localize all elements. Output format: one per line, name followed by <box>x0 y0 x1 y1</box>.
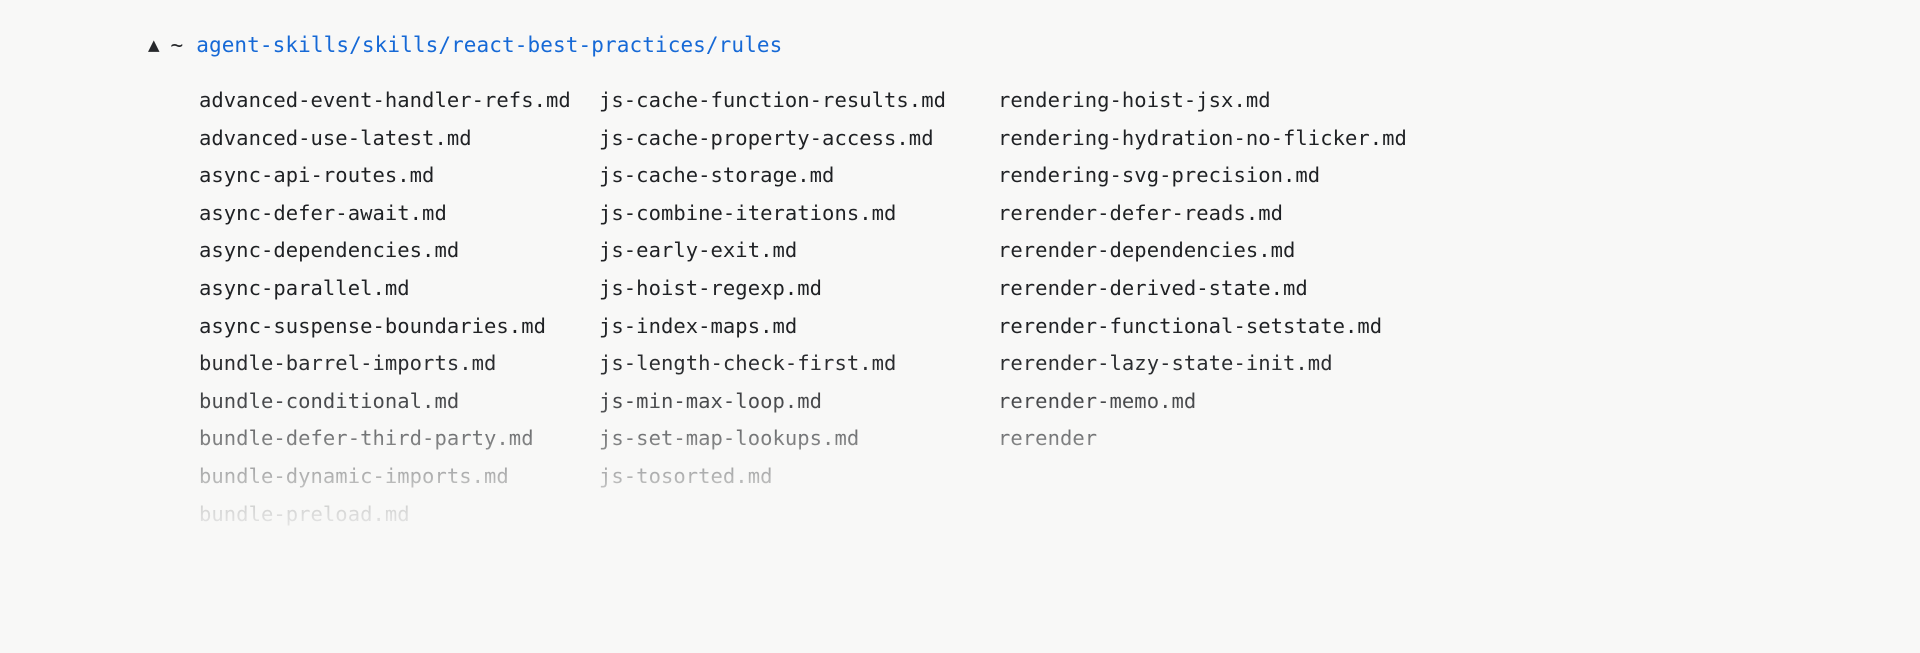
file-entry[interactable]: js-length-check-first.md <box>599 351 897 376</box>
file-entry[interactable]: rerender-functional-setstate.md <box>998 313 1383 338</box>
prompt-path[interactable]: agent-skills/skills/react-best-practices… <box>196 33 783 57</box>
file-entry[interactable]: js-early-exit.md <box>599 238 798 263</box>
file-column-3: rendering-hoist-jsx.md rendering-hydratio… <box>998 82 1498 533</box>
file-entry[interactable]: async-defer-await.md <box>199 200 447 225</box>
file-entry[interactable]: js-cache-storage.md <box>599 163 835 188</box>
file-entry <box>998 496 1498 534</box>
file-entry[interactable]: rerender-memo.md <box>998 388 1197 413</box>
file-entry[interactable]: js-hoist-regexp.md <box>599 275 823 300</box>
file-entry[interactable]: async-parallel.md <box>199 275 410 300</box>
file-entry[interactable]: rerender <box>998 426 1098 451</box>
triangle-up-icon: ▲ <box>148 36 160 54</box>
file-entry[interactable]: advanced-use-latest.md <box>199 125 472 150</box>
file-columns: advanced-event-handler-refs.md advanced-u… <box>0 82 1920 533</box>
file-entry[interactable]: rerender-derived-state.md <box>998 275 1308 300</box>
file-entry[interactable]: bundle-dynamic-imports.md <box>199 463 509 488</box>
file-entry[interactable]: js-cache-function-results.md <box>599 88 946 112</box>
file-entry[interactable]: bundle-defer-third-party.md <box>199 426 534 451</box>
file-entry[interactable]: js-combine-iterations.md <box>599 200 897 225</box>
file-entry[interactable]: advanced-event-handler-refs.md <box>199 88 571 112</box>
file-entry[interactable]: rendering-svg-precision.md <box>998 163 1321 188</box>
file-entry[interactable]: rendering-hydration-no-flicker.md <box>998 125 1407 150</box>
prompt-home-tilde: ~ <box>170 33 184 57</box>
file-entry[interactable]: async-api-routes.md <box>199 163 435 188</box>
file-entry[interactable]: async-suspense-boundaries.md <box>199 313 546 338</box>
file-entry[interactable]: async-dependencies.md <box>199 238 460 263</box>
file-entry[interactable]: js-index-maps.md <box>599 313 798 338</box>
file-entry[interactable]: rerender-defer-reads.md <box>998 200 1284 225</box>
file-entry[interactable]: rendering-hoist-jsx.md <box>998 88 1271 112</box>
file-entry[interactable]: js-set-map-lookups.md <box>599 426 860 451</box>
prompt-line: ▲ ~ agent-skills/skills/react-best-pract… <box>148 30 782 60</box>
file-entry[interactable]: bundle-preload.md <box>199 501 410 526</box>
file-entry <box>998 458 1498 496</box>
file-entry[interactable]: bundle-conditional.md <box>199 388 460 413</box>
file-entry[interactable]: rerender-lazy-state-init.md <box>998 351 1333 376</box>
file-entry[interactable]: js-tosorted.md <box>599 463 773 488</box>
file-entry[interactable]: rerender-dependencies.md <box>998 238 1296 263</box>
file-column-1: advanced-event-handler-refs.md advanced-u… <box>199 82 599 533</box>
file-entry[interactable]: bundle-barrel-imports.md <box>199 351 497 376</box>
file-entry <box>599 496 998 534</box>
file-column-2: js-cache-function-results.md js-cache-pro… <box>599 82 998 533</box>
file-entry[interactable]: js-min-max-loop.md <box>599 388 823 413</box>
file-entry[interactable]: js-cache-property-access.md <box>599 125 934 150</box>
